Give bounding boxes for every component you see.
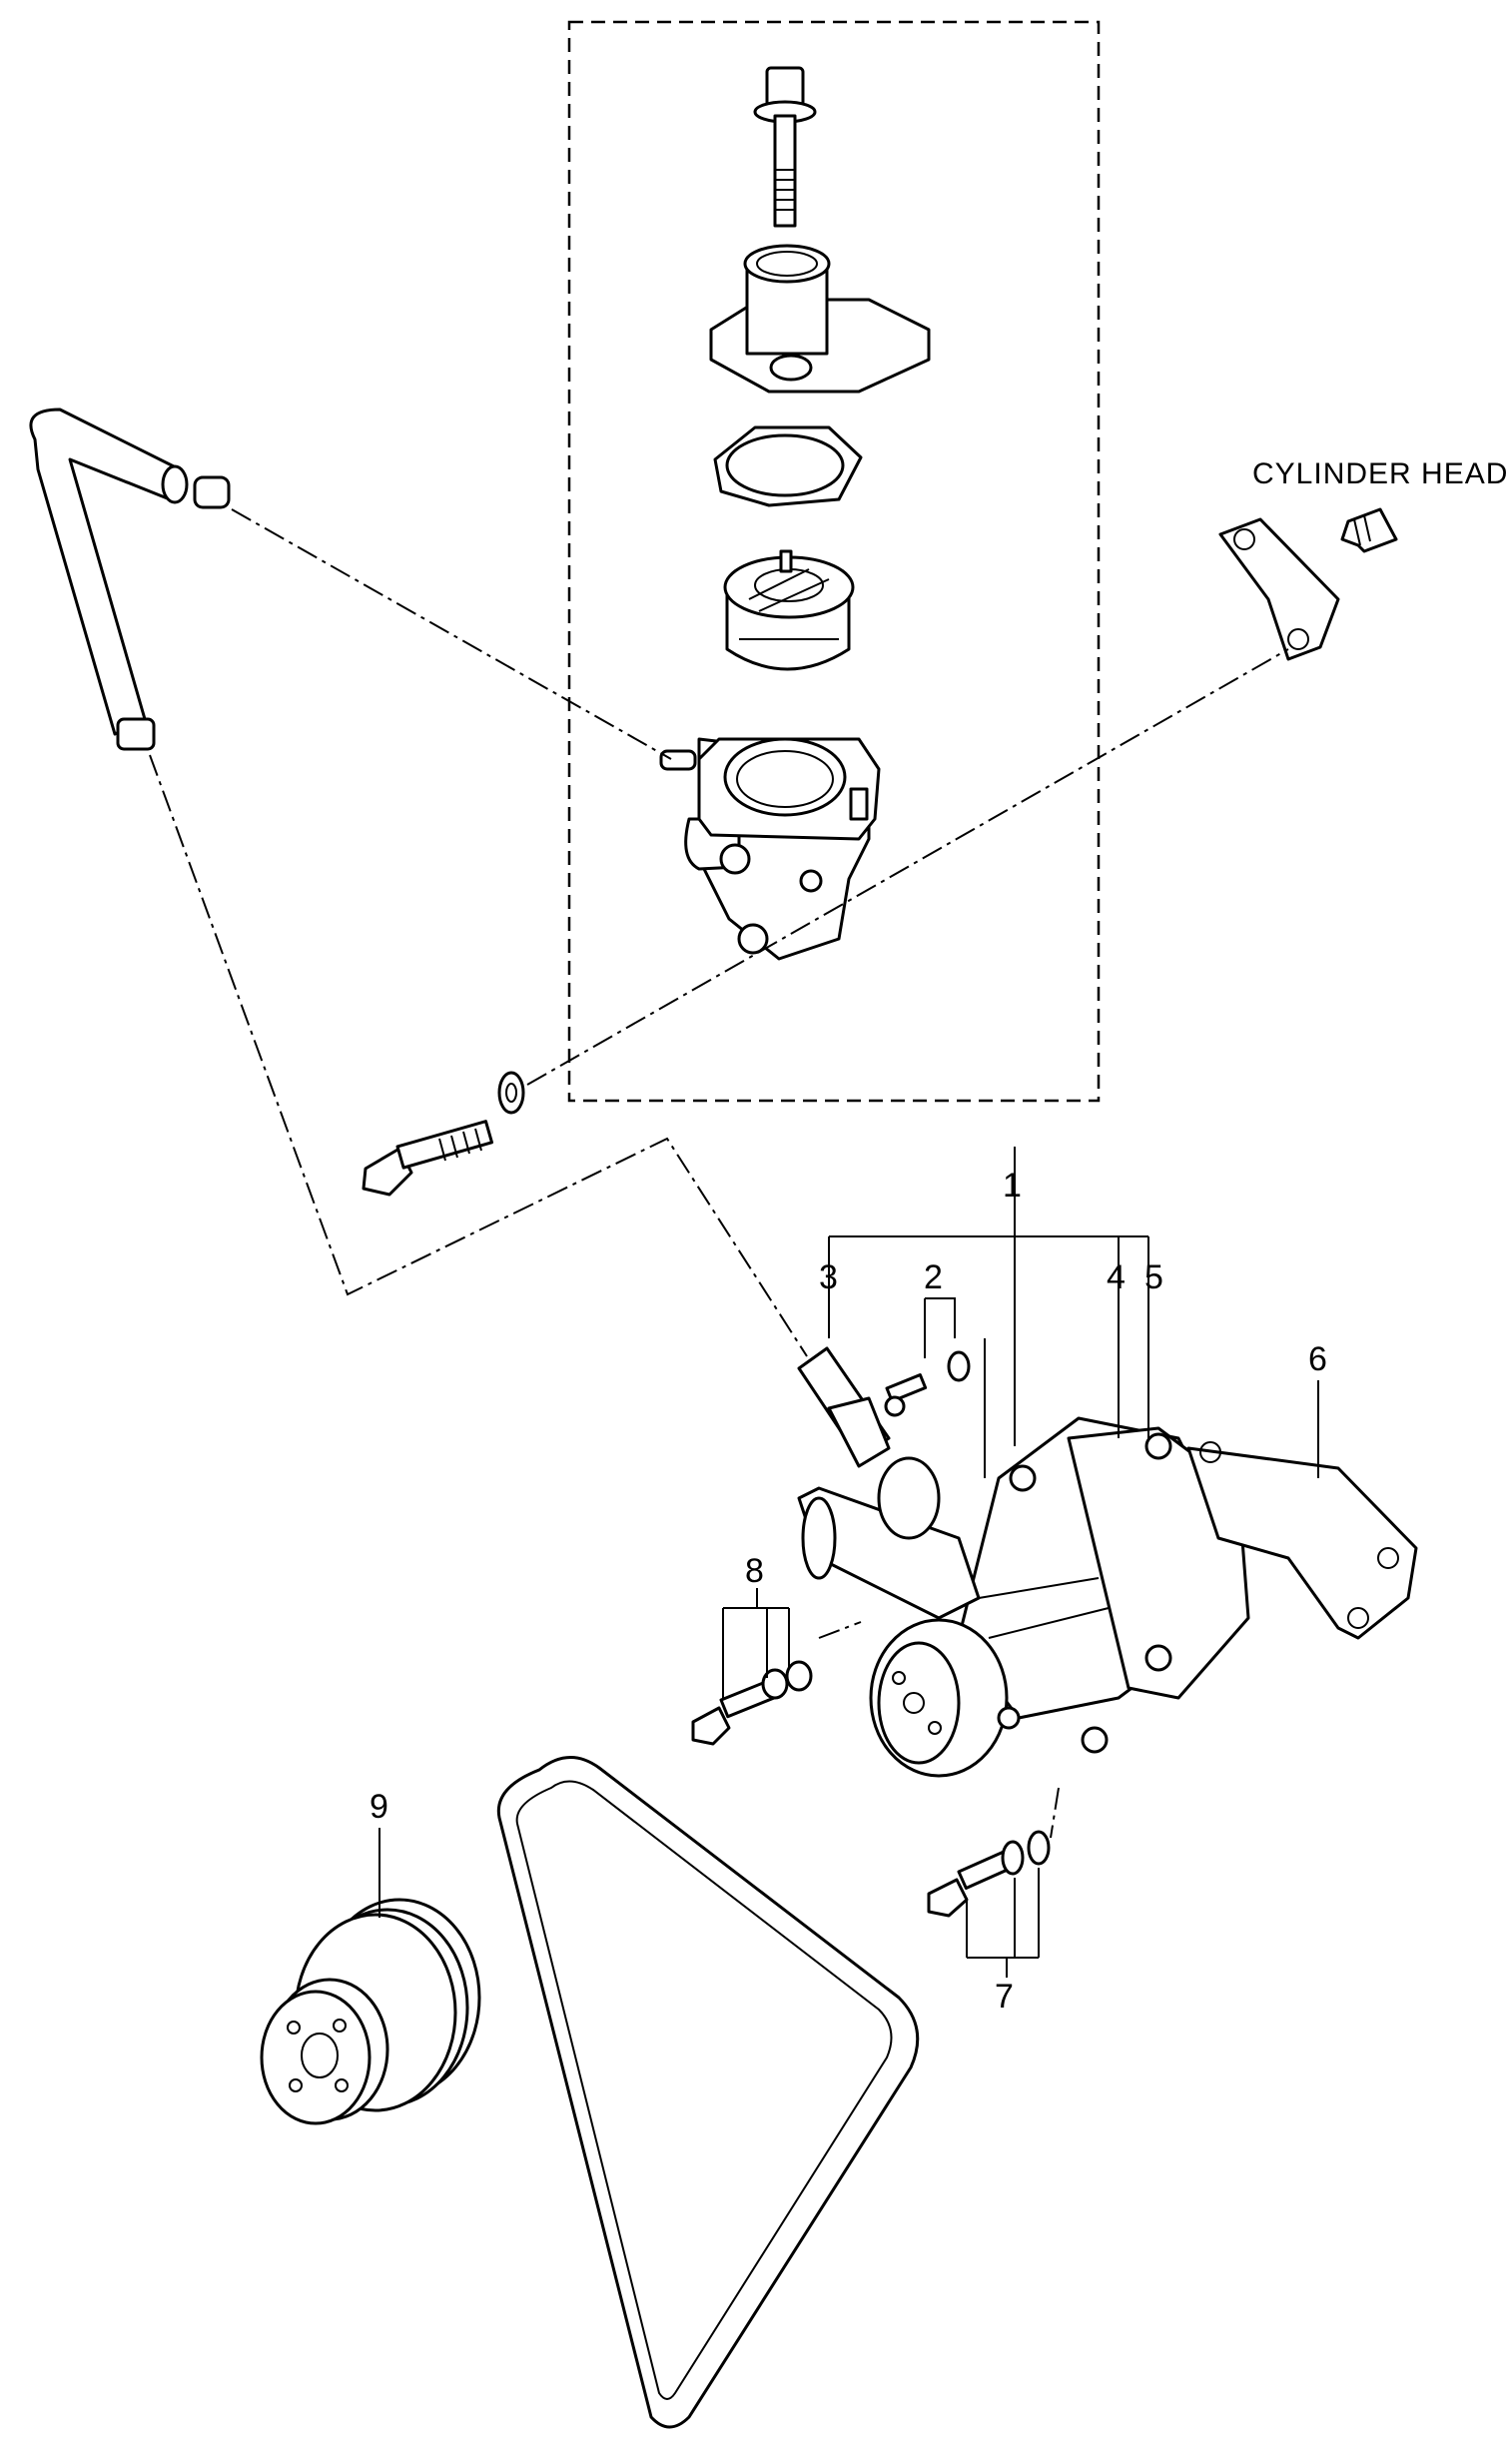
hose-clamp-upper [193, 475, 231, 509]
callout-8: 8 [745, 1552, 764, 1590]
housing-bolt [362, 1120, 494, 1197]
arrow-to-cylinder-head-icon [1340, 507, 1398, 553]
callout-5: 5 [1144, 1258, 1163, 1296]
callout-3: 3 [819, 1258, 838, 1296]
callout-2: 2 [924, 1258, 943, 1296]
callout-7: 7 [995, 1978, 1014, 2016]
water-pump [797, 1416, 1250, 1778]
callout-1: 1 [1003, 1167, 1022, 1205]
water-temp-fitting [797, 1346, 891, 1468]
bypass-hose [29, 408, 189, 736]
hose-clamp-lower [116, 717, 156, 751]
callout-9: 9 [370, 1788, 388, 1826]
housing-bolt-washer [497, 1071, 525, 1115]
pump-bolt-8 [691, 1660, 813, 1746]
water-pump-pulley [260, 1898, 481, 2125]
thermostat-cover [709, 244, 931, 394]
cylinder-head-side-gasket [1218, 517, 1340, 661]
thermostat-assembly-box [567, 20, 1101, 1103]
thermostat [723, 549, 855, 671]
water-pump-gasket [1186, 1441, 1418, 1640]
thermostat-gasket [713, 425, 863, 507]
thermostat-housing [659, 737, 881, 961]
callout-6: 6 [1308, 1340, 1327, 1378]
v-belt [496, 1756, 920, 2429]
thermostat-cover-bolt [753, 66, 817, 228]
callout-4: 4 [1107, 1258, 1126, 1296]
cylinder-head-label: CYLINDER HEAD [1252, 457, 1508, 490]
pump-bolt-7 [927, 1830, 1051, 1918]
pump-small-bolt [884, 1350, 971, 1417]
